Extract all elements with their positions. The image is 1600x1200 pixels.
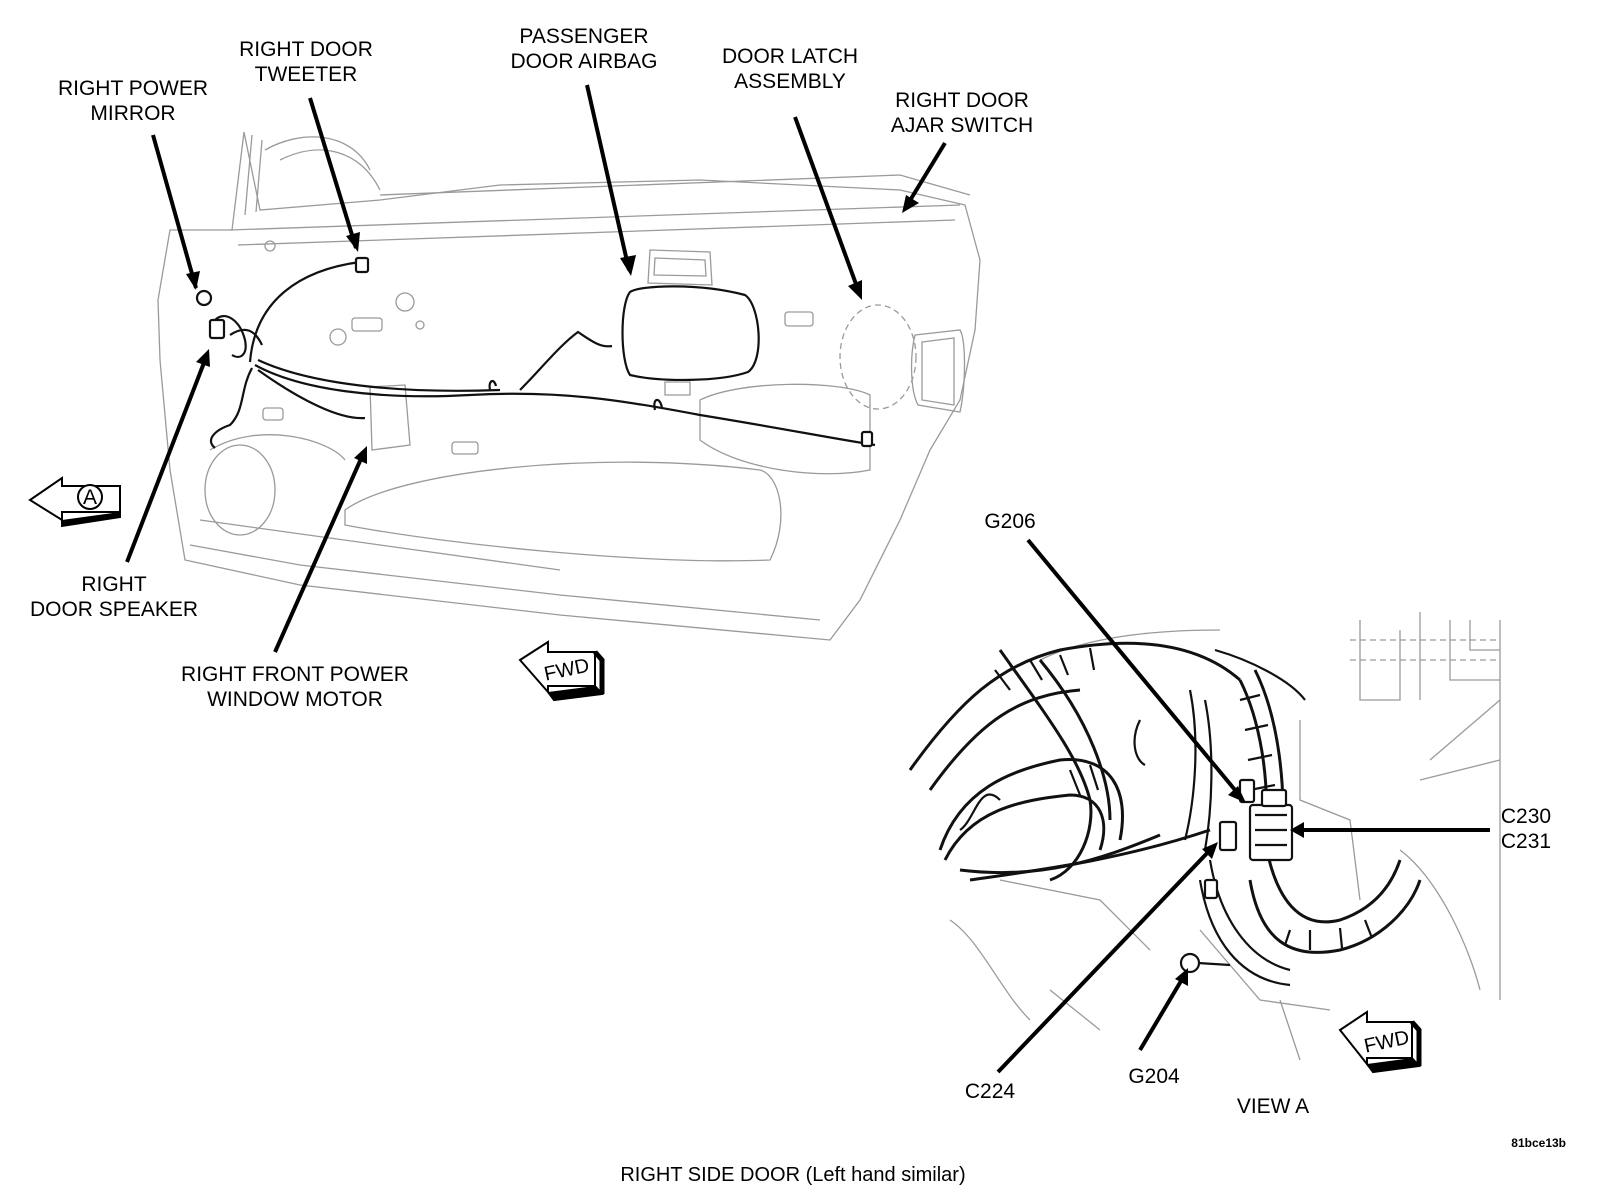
figure-caption: RIGHT SIDE DOOR (Left hand similar) xyxy=(620,1164,965,1186)
label-right-door-ajar-switch-2: AJAR SWITCH xyxy=(891,114,1033,137)
label-right-door-tweeter-1: RIGHT DOOR xyxy=(239,38,373,61)
label-window-motor-1: RIGHT FRONT POWER xyxy=(181,663,409,686)
label-right-power-mirror-1: RIGHT POWER xyxy=(58,77,208,100)
label-right-door-speaker-1: RIGHT xyxy=(81,573,147,596)
figure-id: 81bce13b xyxy=(1511,1136,1566,1150)
door-panel xyxy=(157,131,981,641)
door-wire-harness xyxy=(195,256,876,449)
fwd-arrow-view-a: FWD xyxy=(1338,1010,1422,1074)
label-passenger-door-airbag-2: DOOR AIRBAG xyxy=(510,50,657,73)
fwd-arrow-main: FWD xyxy=(518,640,605,702)
view-a-arrow: A xyxy=(28,476,121,528)
label-c230: C230 xyxy=(1501,805,1551,828)
callout-labels: RIGHT POWER MIRROR RIGHT DOOR TWEETER PA… xyxy=(30,25,1566,1186)
label-view-a: VIEW A xyxy=(1237,1095,1309,1118)
label-c231: C231 xyxy=(1501,830,1551,853)
view-a-leaders xyxy=(996,538,1490,1074)
label-g204: G204 xyxy=(1128,1065,1180,1088)
label-right-door-tweeter-2: TWEETER xyxy=(255,63,358,86)
label-passenger-door-airbag-1: PASSENGER xyxy=(519,25,648,48)
label-c224: C224 xyxy=(965,1080,1016,1103)
label-window-motor-2: WINDOW MOTOR xyxy=(207,688,383,711)
view-marker-letter: A xyxy=(83,486,97,509)
view-a-detail xyxy=(908,612,1501,1061)
label-g206: G206 xyxy=(984,510,1035,533)
label-right-door-ajar-switch-1: RIGHT DOOR xyxy=(895,89,1029,112)
label-door-latch-assembly-2: ASSEMBLY xyxy=(734,70,846,93)
label-door-latch-assembly-1: DOOR LATCH xyxy=(722,45,858,68)
label-right-power-mirror-2: MIRROR xyxy=(90,102,175,125)
label-leaders xyxy=(125,84,947,653)
label-right-door-speaker-2: DOOR SPEAKER xyxy=(30,598,198,621)
